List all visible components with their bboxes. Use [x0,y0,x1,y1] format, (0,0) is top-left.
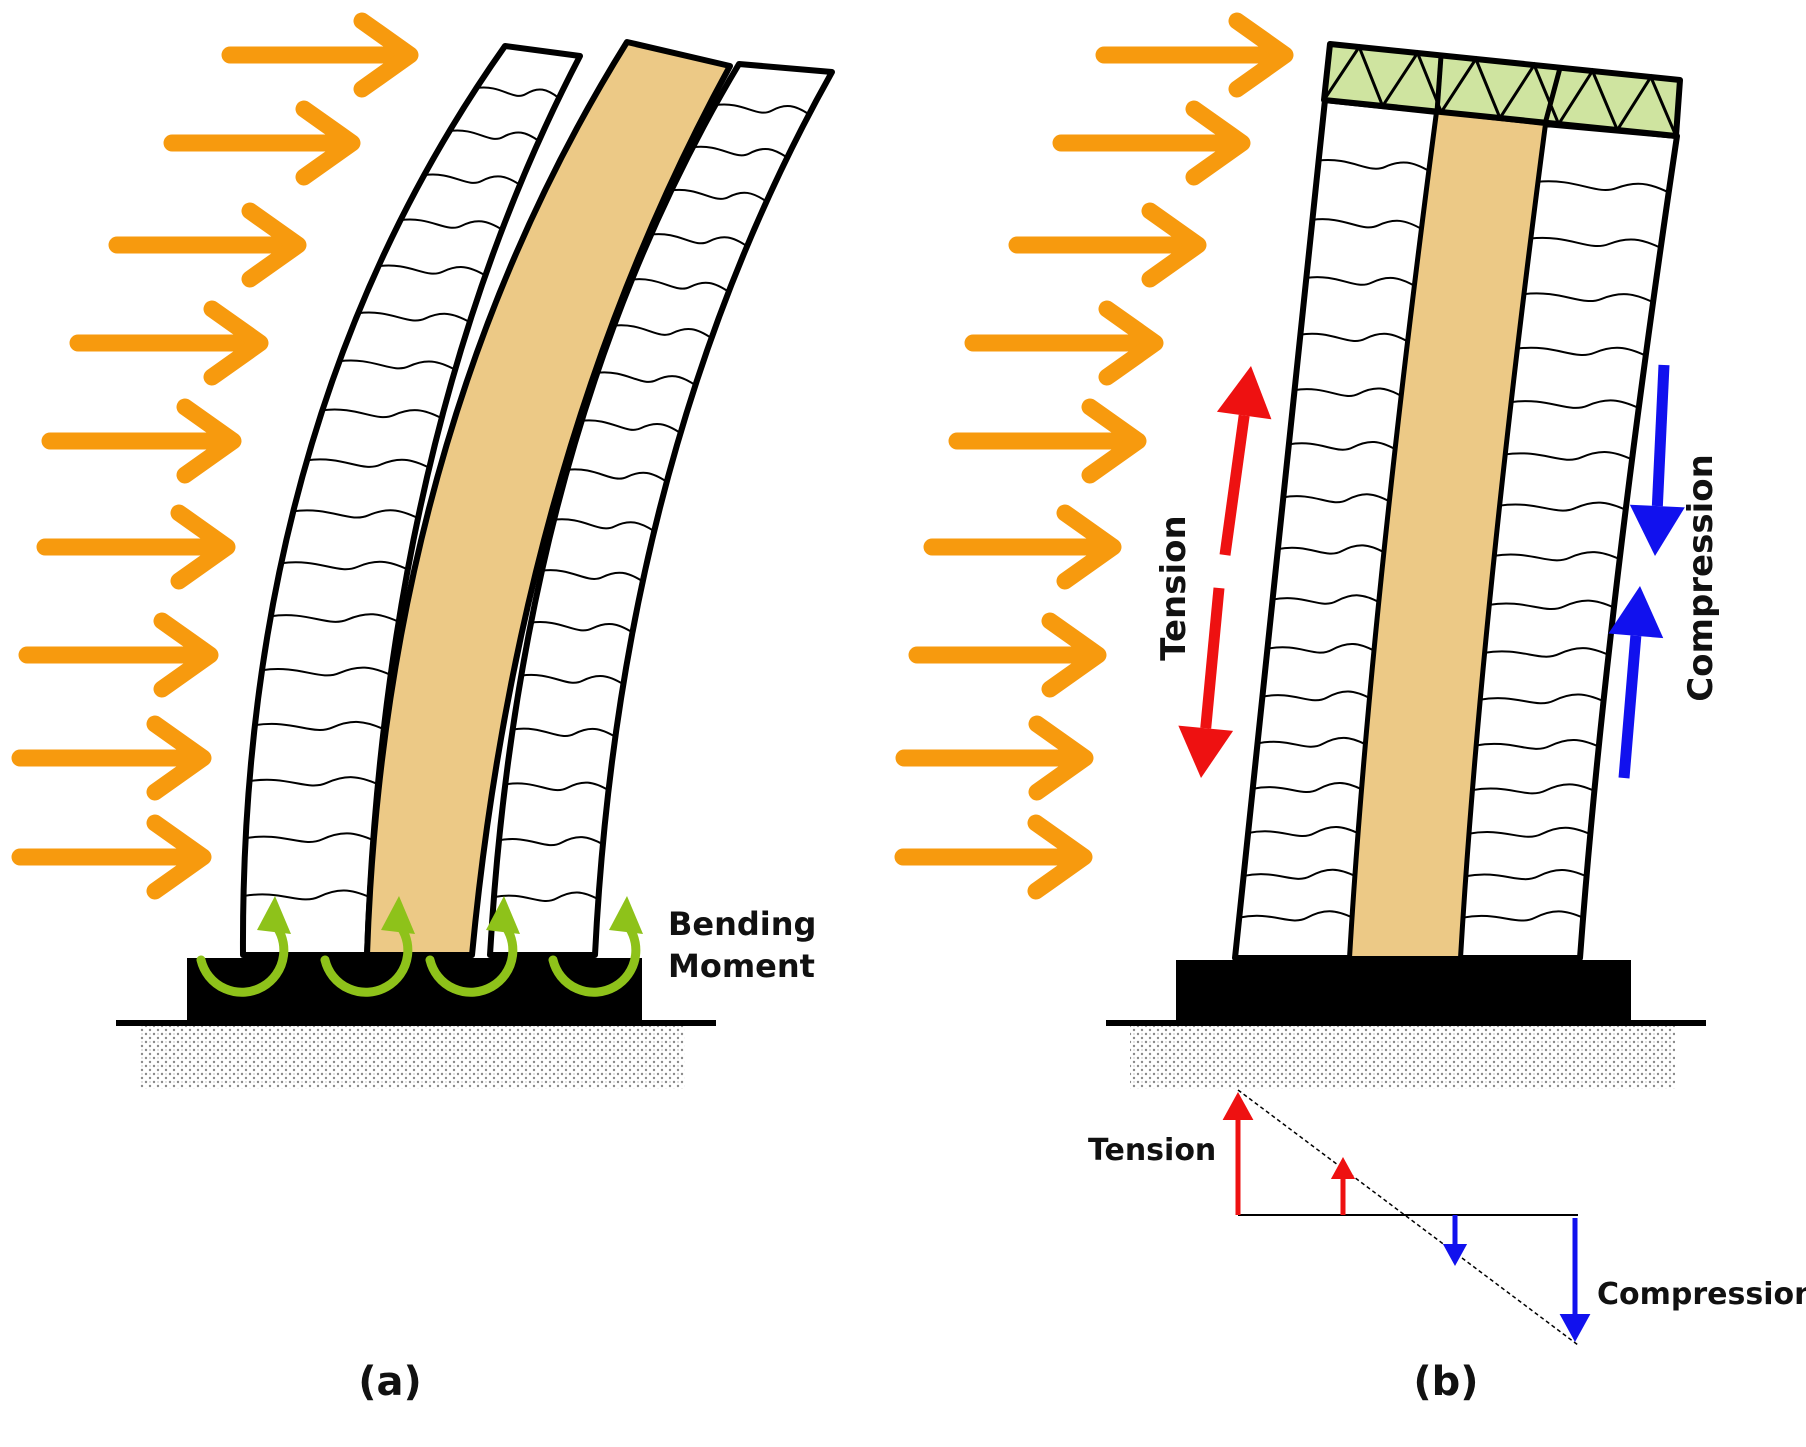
side-compression-label: Compression [1681,454,1721,702]
arrow-down-icon [1629,364,1685,556]
arrow-right-icon [41,398,242,484]
bending-moment-arrows [196,896,643,997]
floor-lines-a [243,86,810,903]
arrow-right-icon [69,300,269,386]
arrow-right-icon [11,814,212,900]
caption-a: (a) [358,1359,422,1405]
arrow-right-icon [1052,100,1251,186]
arrow-right-icon [108,202,307,288]
moment-label: Moment [668,947,815,985]
building-core [364,39,733,958]
curved-arrow-icon [548,896,643,997]
arrow-right-icon [895,715,1094,801]
floor-lines-b [1238,159,1670,922]
panel-b: Tension Compression Tension Compression … [894,12,1806,1405]
arrow-up-icon [1222,1092,1254,1215]
arrow-up-icon [1330,1157,1356,1215]
side-tension-label: Tension [1154,515,1194,660]
base-tension-label: Tension [1088,1133,1216,1168]
bending-label: Bending [668,905,816,943]
base-compression-label: Compression [1597,1277,1806,1312]
arrow-up-icon [1216,366,1272,556]
arrow-right-icon [36,504,236,590]
arrow-right-icon [1095,12,1294,98]
panel-a: Bending Moment (a) [11,12,835,1405]
foundation-b [1176,960,1631,1022]
curved-arrow-icon [320,896,415,997]
arrow-right-icon [964,300,1164,386]
soil-a [140,1024,685,1089]
curved-arrow-icon [196,896,291,997]
arrow-right-icon [163,100,361,186]
arrow-down-icon [1559,1218,1591,1342]
caption-b: (b) [1413,1359,1478,1405]
arrow-right-icon [18,612,219,698]
arrow-right-icon [1008,202,1207,288]
arrow-right-icon [948,398,1147,484]
curved-arrow-icon [425,896,520,997]
outrigger-truss [1321,41,1683,139]
arrow-up-icon [1608,586,1664,779]
arrow-down-icon [1178,587,1234,778]
arrow-right-icon [908,612,1107,698]
arrow-right-icon [11,715,212,801]
side-compression-arrow [1608,364,1685,779]
building-left-wing [239,43,583,958]
arrow-right-icon [923,504,1122,590]
arrow-right-icon [894,814,1093,900]
wind-arrows-a [11,12,419,900]
arrow-down-icon [1442,1215,1468,1266]
side-tension-arrow [1178,366,1272,778]
soil-b [1130,1024,1675,1089]
arrow-right-icon [221,12,419,98]
base-stress-diagram [1222,1089,1591,1346]
wind-arrows-b [894,12,1294,900]
